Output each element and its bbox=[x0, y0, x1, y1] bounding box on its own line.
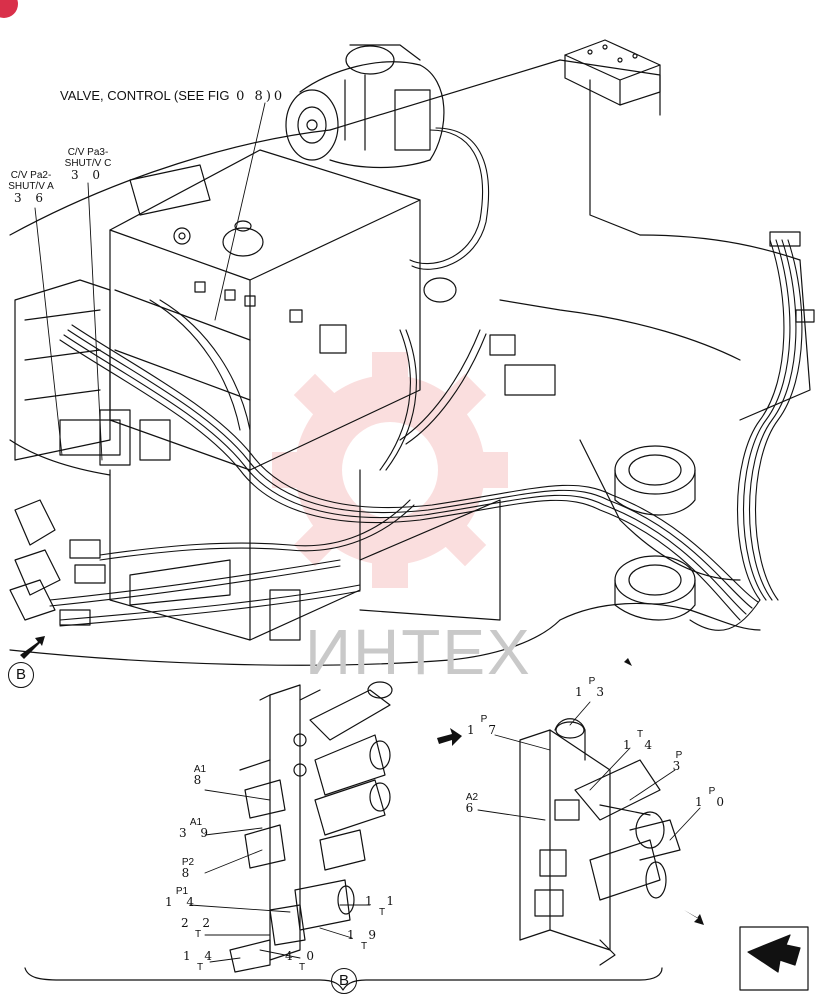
callout-port: P bbox=[480, 714, 488, 725]
callout-left-7: 1 1 T bbox=[364, 894, 400, 918]
leader-lines bbox=[34, 102, 701, 963]
callout-right-4: P 3 bbox=[673, 750, 686, 772]
callout-port: P2 bbox=[181, 857, 195, 868]
callout-right-6: A2 6 bbox=[466, 792, 479, 814]
callout-left-4: P1 1 4 bbox=[165, 886, 199, 908]
swing-hubs bbox=[423, 277, 696, 621]
detail-view-right bbox=[519, 718, 681, 966]
hose-bundle bbox=[49, 127, 803, 631]
callout-port: A2 bbox=[465, 792, 479, 803]
callout-left-9: 4 0 T bbox=[284, 949, 320, 973]
cv-pa2-number: 3 6 bbox=[13, 191, 49, 205]
left-fittings-cluster bbox=[9, 499, 106, 626]
callout-right-5: P 1 0 bbox=[695, 786, 729, 808]
cv-pa2-line1: C/V Pa2- bbox=[10, 170, 52, 181]
cv-pa3-label: C/V Pa3- SHUT/V C 3 0 bbox=[65, 147, 112, 181]
callout-number: 1 3 bbox=[574, 685, 610, 699]
callout-left-3: P2 8 bbox=[182, 857, 195, 879]
valve-control-number: 0 8)0 bbox=[236, 89, 286, 104]
view-b-letter: B bbox=[15, 666, 26, 683]
callout-number: 8 bbox=[193, 773, 207, 787]
callout-number: 1 4 bbox=[182, 949, 218, 963]
hydraulic-pump bbox=[285, 44, 445, 169]
valve-control-label: VALVE, CONTROL (SEE FIG 0 8)0 bbox=[60, 88, 285, 104]
callout-right-2: P 1 7 bbox=[467, 714, 501, 736]
cv-pa3-line1: C/V Pa3- bbox=[67, 147, 109, 158]
callout-port: T bbox=[378, 907, 386, 918]
callout-port: T bbox=[298, 962, 306, 973]
callout-number: 6 bbox=[465, 801, 479, 815]
callout-port: P1 bbox=[175, 886, 189, 897]
callout-port: T bbox=[196, 962, 204, 973]
cv-pa2-label: C/V Pa2- SHUT/V A 3 6 bbox=[8, 170, 54, 204]
callout-port: P bbox=[588, 676, 596, 687]
callout-left-6: 1 4 T bbox=[182, 949, 218, 973]
view-direction-box bbox=[739, 926, 809, 991]
view-b-marker: B bbox=[8, 662, 34, 688]
callout-number: 3 9 bbox=[178, 826, 214, 840]
cv-pa2-line2: SHUT/V A bbox=[8, 181, 54, 192]
callout-number: 1 9 bbox=[346, 928, 382, 942]
cv-pa3-number: 3 0 bbox=[70, 168, 106, 182]
callout-number: 1 4 bbox=[164, 895, 200, 909]
callout-number: 8 bbox=[181, 866, 195, 880]
callout-number: 1 7 bbox=[466, 723, 502, 737]
view-b-bottom-letter: B bbox=[338, 972, 349, 989]
view-b-marker-bottom: B bbox=[331, 968, 357, 994]
callout-port: P bbox=[675, 750, 683, 761]
callout-left-8: 1 9 T bbox=[346, 928, 382, 952]
callout-port: T bbox=[194, 929, 202, 940]
valve-control-text: VALVE, CONTROL (SEE FIG bbox=[60, 88, 230, 103]
mounting-bracket bbox=[564, 39, 661, 106]
watermark-logo bbox=[272, 352, 508, 588]
callout-port: T bbox=[636, 729, 644, 740]
callout-port: T bbox=[360, 941, 368, 952]
callout-left-1: A1 8 bbox=[194, 764, 207, 786]
lower-body bbox=[109, 469, 501, 641]
callout-left-2: A1 3 9 bbox=[179, 817, 213, 839]
corner-badge-icon bbox=[0, 0, 18, 18]
callout-number: 1 4 bbox=[622, 738, 658, 752]
callout-right-1: P 1 3 bbox=[575, 676, 609, 698]
cv-pa3-line2: SHUT/V C bbox=[64, 158, 112, 169]
watermark-text: ИНТЕХ bbox=[305, 616, 532, 688]
callout-left-5: 2 2 T bbox=[180, 916, 216, 940]
callout-number: 1 1 bbox=[364, 894, 400, 908]
callout-number: 2 2 bbox=[180, 916, 216, 930]
callout-right-3: T 1 4 bbox=[623, 729, 657, 751]
direction-arrows bbox=[20, 636, 704, 925]
callout-number: 1 0 bbox=[694, 795, 730, 809]
callout-number: 4 0 bbox=[284, 949, 320, 963]
callout-port: P bbox=[708, 786, 716, 797]
left-valve-section bbox=[14, 279, 171, 466]
callout-port: A1 bbox=[193, 764, 207, 775]
detail-view-b-left bbox=[229, 681, 393, 973]
callout-number: 3 bbox=[672, 759, 686, 773]
pipe-fittings bbox=[489, 231, 815, 396]
callout-port: A1 bbox=[189, 817, 203, 828]
